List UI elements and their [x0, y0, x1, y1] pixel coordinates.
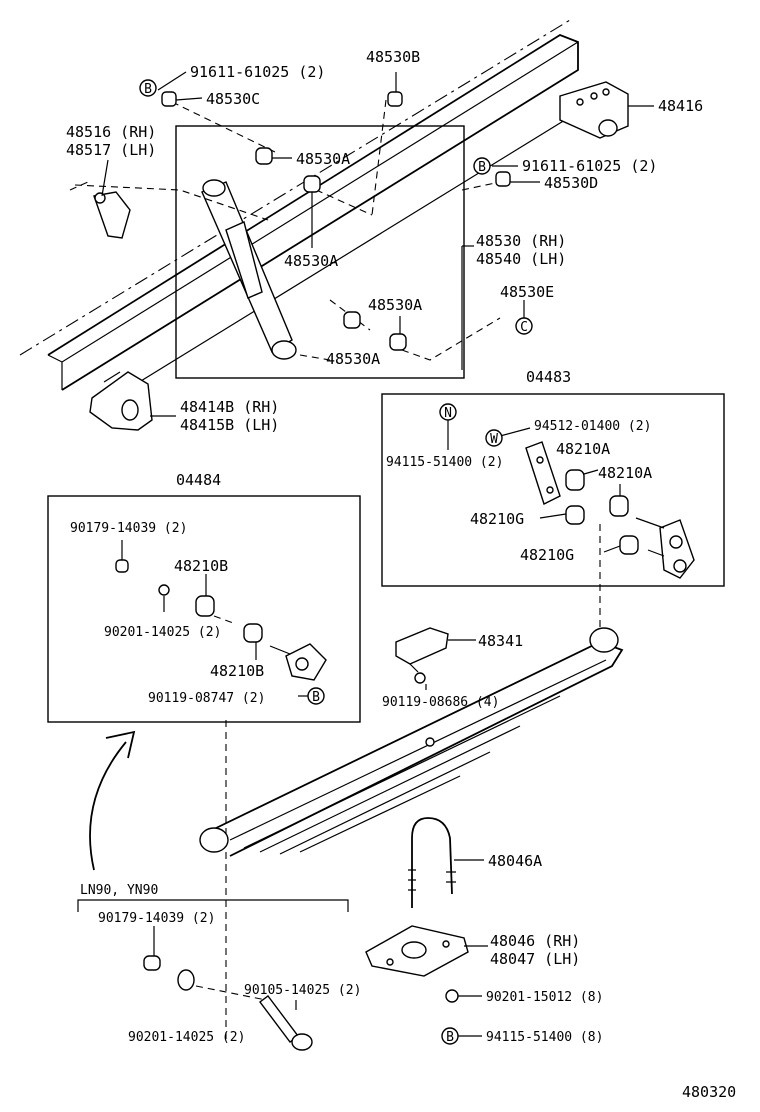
label-48516: 48516 (RH): [66, 123, 156, 141]
washer-90201-bottom: [177, 969, 195, 991]
kit-box-04483: [381, 393, 725, 587]
bumper-bracket-48341: [395, 627, 449, 684]
symbol-b-4: B: [441, 1027, 459, 1045]
bushing-48530A-1: [255, 147, 273, 165]
label-04484: 04484: [176, 471, 221, 489]
label-48046A: 48046A: [488, 852, 542, 870]
direction-arrow: [89, 730, 136, 871]
label-48210A-1: 48210A: [556, 440, 610, 458]
label-90119-86: 90119-08686 (4): [382, 695, 499, 710]
label-48517: 48517 (LH): [66, 141, 156, 159]
bushing-48210B-2: [243, 623, 263, 643]
label-48210B-1: 48210B: [174, 557, 228, 575]
bushing-48530A-2: [303, 175, 321, 193]
bushing-48530B: [387, 91, 403, 107]
part-labels: 91611-61025 (2) 48530C 48530B 48416 4851…: [66, 48, 736, 1101]
shackle-pin-90119: [269, 643, 327, 681]
label-48530E: 48530E: [500, 283, 554, 301]
label-90201-15012: 90201-15012 (8): [486, 990, 603, 1005]
label-48530A-3: 48530A: [368, 296, 422, 314]
spring-hanger-48414B: [89, 371, 153, 431]
label-90201-box: 90201-14025 (2): [104, 625, 221, 640]
label-ln90: LN90, YN90: [80, 883, 158, 898]
symbol-c-1: C: [520, 320, 528, 335]
symbol-n: N: [439, 403, 457, 421]
shackle-48210: [635, 517, 695, 579]
label-48530A-1: 48530A: [296, 150, 350, 168]
bushing-48210A-2: [609, 495, 629, 517]
kit-box-04484: [47, 495, 361, 723]
label-90201-bottom: 90201-14025 (2): [128, 1030, 245, 1045]
label-48210B-2: 48210B: [210, 662, 264, 680]
svg-text:B: B: [144, 82, 152, 97]
label-48341: 48341: [478, 632, 523, 650]
frame-rail: [19, 19, 579, 401]
label-48210G-1: 48210G: [470, 510, 524, 528]
svg-text:C: C: [520, 320, 528, 335]
svg-text:B: B: [478, 160, 486, 175]
label-94115-bottom: 94115-51400 (8): [486, 1030, 603, 1045]
label-48210G-2: 48210G: [520, 546, 574, 564]
bracket-48416: [559, 81, 629, 139]
svg-text:B: B: [446, 1030, 454, 1045]
label-91611-top: 91611-61025 (2): [190, 63, 325, 81]
label-48530B: 48530B: [366, 48, 420, 66]
label-94115-box: 94115-51400 (2): [386, 455, 503, 470]
washer-90201-box: [158, 584, 170, 596]
bushing-48210A-1: [565, 469, 585, 491]
label-48046: 48046 (RH): [490, 932, 580, 950]
label-90119-box: 90119-08747 (2): [148, 691, 265, 706]
symbol-b-2: B: [473, 157, 491, 175]
label-90179-box: 90179-14039 (2): [70, 521, 187, 536]
label-48210A-2: 48210A: [598, 464, 652, 482]
label-04483: 04483: [526, 368, 571, 386]
label-94512: 94512-01400 (2): [534, 419, 651, 434]
figure-code: 480320: [682, 1083, 736, 1101]
bushing-48530D: [495, 171, 511, 187]
label-48415B: 48415B (LH): [180, 416, 279, 434]
nut-90179-box: [115, 559, 129, 573]
label-48540: 48540 (LH): [476, 250, 566, 268]
symbol-w: W: [485, 429, 503, 447]
u-bolt-48046A: [408, 817, 456, 908]
leaf-spring: [199, 627, 624, 857]
svg-text:B: B: [312, 690, 320, 705]
label-48416: 48416: [658, 97, 703, 115]
leader-lines: [101, 71, 654, 1037]
label-91611-right: 91611-61025 (2): [522, 157, 657, 175]
label-48530A-2: 48530A: [284, 252, 338, 270]
bushing-48530A-3: [343, 311, 361, 329]
label-90105: 90105-14025 (2): [244, 983, 361, 998]
symbol-b-1: B: [139, 79, 157, 97]
label-48530D: 48530D: [544, 174, 598, 192]
label-48530C: 48530C: [206, 90, 260, 108]
bushing-48530A-4: [389, 333, 407, 351]
shock-absorber-group-box: [175, 125, 465, 379]
bolt-90105: [259, 995, 313, 1051]
label-90179-bottom: 90179-14039 (2): [98, 911, 215, 926]
nut-90179-bottom: [143, 955, 161, 971]
bracket-48516: [93, 191, 131, 239]
svg-text:W: W: [490, 432, 498, 447]
label-48530: 48530 (RH): [476, 232, 566, 250]
bushing-48530C: [161, 91, 177, 107]
bushing-48210G-2: [619, 535, 639, 555]
shock-absorber: [201, 179, 297, 360]
label-48047: 48047 (LH): [490, 950, 580, 968]
bushing-48210B-1: [195, 595, 215, 617]
spring-seat-48046: [365, 925, 469, 977]
variant-bracket: [77, 899, 349, 912]
symbol-b-3: B: [307, 687, 325, 705]
symbol-w-2: [445, 989, 459, 1003]
label-48530A-4: 48530A: [326, 350, 380, 368]
label-48414B: 48414B (RH): [180, 398, 279, 416]
shackle-plate-48210A: [525, 441, 561, 505]
bushing-48210G-1: [565, 505, 585, 525]
svg-text:N: N: [444, 406, 452, 421]
